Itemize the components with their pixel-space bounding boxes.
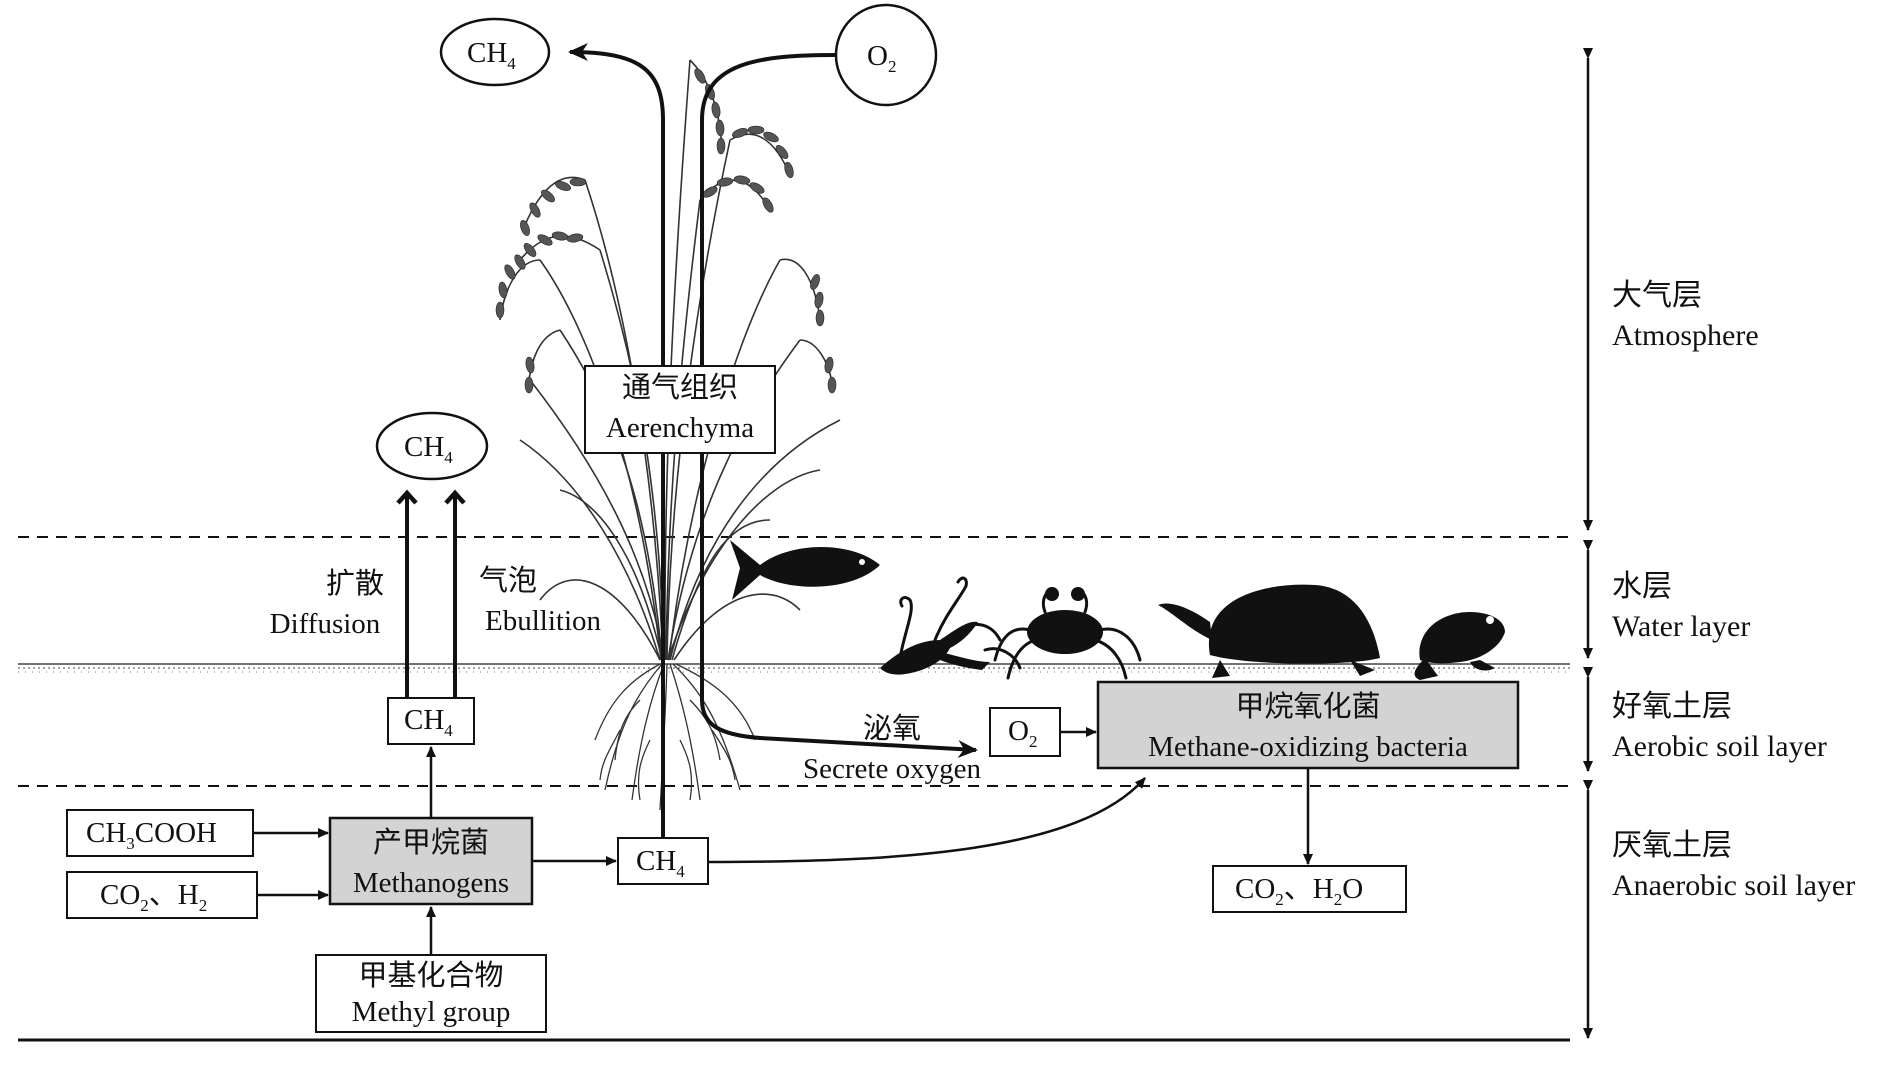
svg-text:O2: O2 [1008, 715, 1037, 751]
aerenchyma-en: Aerenchyma [606, 412, 754, 444]
svg-text:CO2、H2O: CO2、H2O [1235, 873, 1363, 909]
svg-text:CO2、H2: CO2、H2 [100, 879, 207, 915]
layer-boundaries [18, 536, 1570, 1042]
svg-text:O2: O2 [867, 40, 896, 76]
ch4-mid-circle: CH4 [375, 411, 489, 481]
fish-icon [730, 540, 880, 600]
rice-roots [594, 663, 756, 811]
svg-text:CH3COOH: CH3COOH [86, 817, 217, 853]
secrete-oxygen-en: Secrete oxygen [803, 753, 981, 785]
secrete-oxygen-zh: 泌氧 [863, 712, 921, 745]
methyl-en: Methyl group [352, 996, 511, 1028]
aerenchyma-label-box: 通气组织 Aerenchyma [584, 365, 776, 454]
methyl-group-box: 甲基化合物 Methyl group [315, 954, 547, 1033]
co2-h2o-box: CO2、H2O [1212, 865, 1407, 913]
svg-text:CH4: CH4 [404, 704, 453, 740]
svg-text:CH4: CH4 [404, 431, 453, 467]
ch4-to-bacteria-curved-arrow [707, 777, 1146, 864]
methanogens-zh: 产甲烷菌 [373, 826, 489, 859]
crab-icon [993, 587, 1142, 680]
svg-text:CH4: CH4 [467, 37, 516, 73]
layer-water-en: Water layer [1612, 610, 1750, 643]
turtle-icon [1158, 584, 1380, 678]
methanogens-box: 产甲烷菌 Methanogens [328, 816, 534, 906]
layer-atmosphere-zh: 大气层 [1612, 279, 1702, 312]
methyl-zh: 甲基化合物 [358, 959, 503, 992]
layer-anaerobic-zh: 厌氧土层 [1612, 829, 1732, 862]
methanogens-en: Methanogens [353, 867, 509, 899]
layer-aerobic-en: Aerobic soil layer [1612, 730, 1827, 763]
layer-water-zh: 水层 [1612, 570, 1672, 603]
o2-soil-box: O2 [989, 707, 1061, 757]
diffusion-en: Diffusion [270, 608, 381, 640]
ebullition-zh: 气泡 [479, 564, 537, 597]
layer-aerobic-zh: 好氧土层 [1612, 690, 1732, 723]
acetic-acid-box: CH3COOH [66, 809, 254, 857]
layer-labels: 大气层 Atmosphere 水层 Water layer 好氧土层 Aerob… [1612, 279, 1855, 902]
ch4-plant-transport-arrow [568, 43, 665, 838]
ch4-anaerobic-box: CH4 [617, 837, 709, 885]
co2-h2-box: CO2、H2 [66, 871, 258, 919]
diffusion-zh: 扩散 [326, 567, 384, 600]
frog-icon [1414, 612, 1505, 680]
methane-oxidizing-bacteria-box: 甲烷氧化菌 Methane-oxidizing bacteria [1096, 680, 1520, 770]
mob-en: Methane-oxidizing bacteria [1148, 731, 1468, 763]
aerenchyma-zh: 通气组织 [622, 371, 738, 404]
aerenchyma-pathway [568, 43, 978, 838]
ebullition-en: Ebullition [485, 605, 602, 637]
ch4-soil-box: CH4 [387, 697, 475, 745]
ch4-top-circle: CH4 [439, 17, 551, 87]
crayfish-icon [880, 576, 1022, 675]
layer-anaerobic-en: Anaerobic soil layer [1612, 869, 1855, 902]
layer-atmosphere-en: Atmosphere [1612, 319, 1759, 352]
rice-grains [495, 68, 837, 394]
soil-surface [18, 663, 1570, 673]
mob-zh: 甲烷氧化菌 [1235, 690, 1380, 723]
svg-text:CH4: CH4 [636, 845, 685, 881]
o2-top-circle: O2 [834, 3, 938, 107]
o2-plant-transport-line [700, 53, 978, 759]
